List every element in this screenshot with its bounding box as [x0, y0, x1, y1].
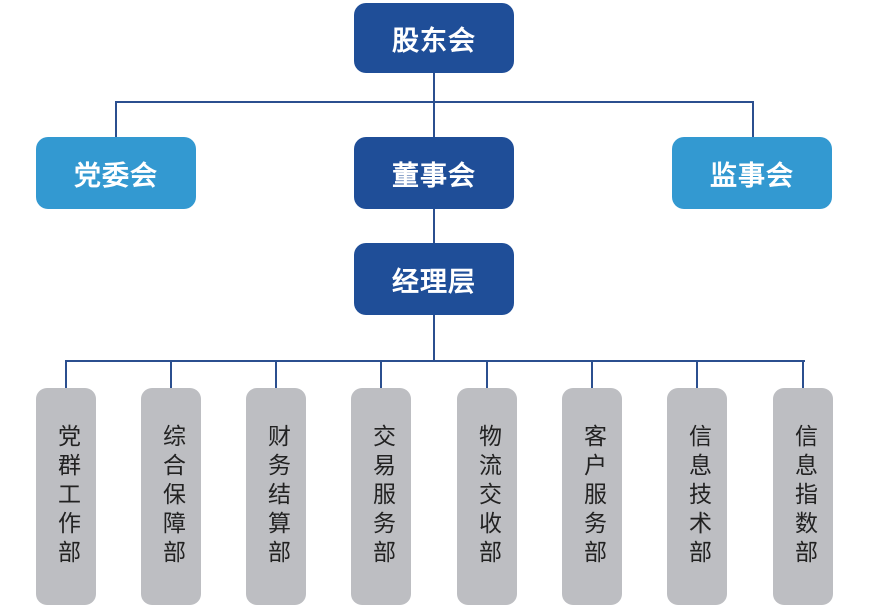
management-label: 经理层 — [392, 266, 476, 298]
department-node: 物流交收部 — [457, 388, 517, 605]
department-label: 信息指数部 — [790, 424, 817, 569]
connector-department-drop — [170, 360, 172, 388]
connector-department-drop — [591, 360, 593, 388]
connector-department-drop — [275, 360, 277, 388]
connector-department-drop — [696, 360, 698, 388]
department-node: 客户服务部 — [562, 388, 622, 605]
connector-top-vertical — [433, 73, 435, 137]
connector-department-drop — [802, 360, 804, 388]
supervisory-board-node: 监事会 — [672, 137, 832, 209]
department-label: 客户服务部 — [579, 424, 606, 569]
department-node: 交易服务部 — [351, 388, 411, 605]
department-label: 党群工作部 — [53, 424, 80, 569]
supervisory-board-label: 监事会 — [710, 160, 794, 192]
connector-department-drop — [65, 360, 67, 388]
shareholders-meeting-node: 股东会 — [354, 3, 514, 73]
party-committee-node: 党委会 — [36, 137, 196, 209]
connector-department-drop — [486, 360, 488, 388]
department-node: 综合保障部 — [141, 388, 201, 605]
department-label: 综合保障部 — [158, 424, 185, 569]
department-label: 财务结算部 — [263, 424, 290, 569]
department-node: 信息技术部 — [667, 388, 727, 605]
connector-right-drop — [752, 101, 754, 137]
department-node: 财务结算部 — [246, 388, 306, 605]
department-node: 党群工作部 — [36, 388, 96, 605]
connector-level2-horizontal — [115, 101, 754, 103]
connector-left-drop — [115, 101, 117, 137]
connector-department-drop — [380, 360, 382, 388]
department-label: 物流交收部 — [474, 424, 501, 569]
department-label: 交易服务部 — [368, 424, 395, 569]
connector-departments-horizontal — [65, 360, 805, 362]
shareholders-meeting-label: 股东会 — [392, 25, 476, 57]
department-label: 信息技术部 — [684, 424, 711, 569]
party-committee-label: 党委会 — [74, 160, 158, 192]
management-node: 经理层 — [354, 243, 514, 315]
board-of-directors-node: 董事会 — [354, 137, 514, 209]
connector-board-to-management — [433, 209, 435, 243]
connector-management-down — [433, 315, 435, 361]
department-node: 信息指数部 — [773, 388, 833, 605]
board-of-directors-label: 董事会 — [392, 160, 476, 192]
